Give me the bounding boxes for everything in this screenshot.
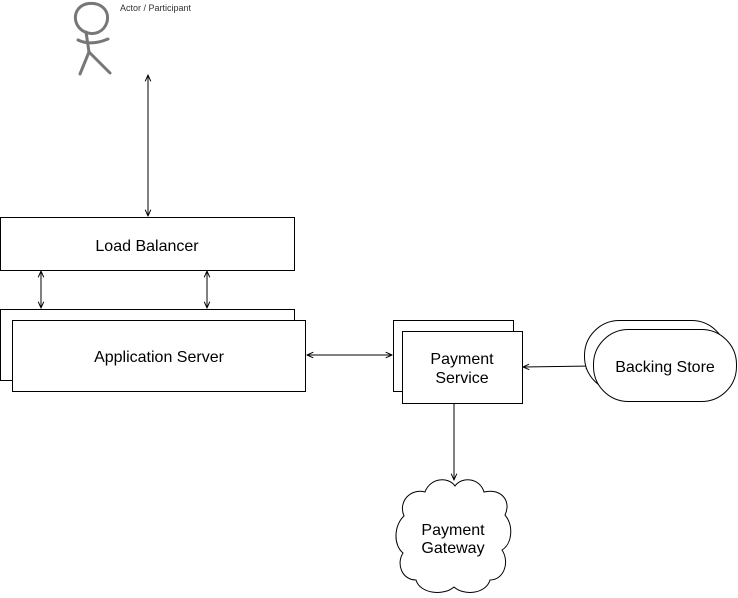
application-server-node[interactable]: Application Server xyxy=(0,309,306,392)
actor-label: Actor / Participant xyxy=(120,3,192,13)
payment-gateway-node[interactable]: Payment Gateway xyxy=(395,479,512,593)
backing-store-node[interactable]: Backing Store xyxy=(584,320,737,402)
load-balancer-label: Load Balancer xyxy=(95,238,199,255)
payment-service-backing-store-connector xyxy=(523,366,592,367)
load-balancer-node[interactable]: Load Balancer xyxy=(0,217,295,271)
application-server-front-card xyxy=(12,320,306,392)
payment-service-node[interactable]: Payment Service xyxy=(393,320,523,404)
payment-gateway-label-line1: Payment xyxy=(421,522,485,539)
payment-service-front-card xyxy=(402,331,523,404)
payment-gateway-cloud-shape xyxy=(395,479,512,593)
backing-store-label: Backing Store xyxy=(615,359,715,376)
backing-store-front-card xyxy=(593,329,737,402)
payment-service-label-line2: Service xyxy=(435,370,488,387)
payment-gateway-label-line2: Gateway xyxy=(421,540,484,557)
application-server-label: Application Server xyxy=(94,349,225,366)
payment-service-label-line1: Payment xyxy=(430,351,494,368)
actor-stick-figure-icon xyxy=(73,1,112,76)
actor[interactable]: Actor / Participant xyxy=(73,1,192,76)
